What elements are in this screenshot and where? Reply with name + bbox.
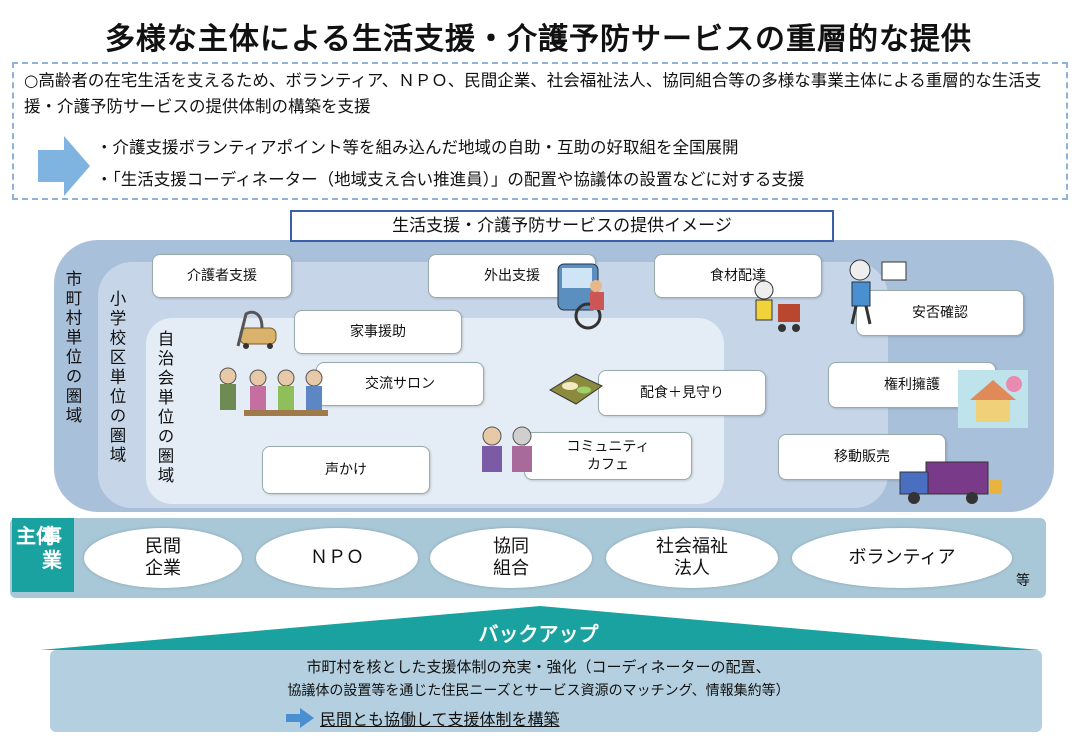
clipboard-person-icon	[849, 259, 907, 325]
entity-volunteer: ボランティア	[792, 528, 1012, 588]
backup-line-3: 民間とも協働して支援体制を構築	[320, 710, 560, 729]
cafe-people-icon	[482, 426, 532, 472]
cafe-line-1: コミュニティ	[566, 439, 650, 455]
entity-line-1: 社会福祉	[656, 536, 728, 557]
entity-private-company: 民間 企業	[84, 528, 242, 588]
entity-line-1: ＮＰＯ	[310, 547, 364, 568]
service-caregiver-support: 介護者支援	[152, 254, 292, 298]
service-food-delivery: 食材配達	[654, 254, 822, 298]
service-safety-check: 安否確認	[856, 290, 1024, 336]
delivery-person-icon	[754, 280, 800, 332]
entity-line-1: 協同	[493, 536, 529, 557]
service-community-cafe: コミュニティ カフェ	[524, 432, 692, 480]
service-greeting: 声かけ	[262, 446, 430, 494]
entity-line-2: 組合	[493, 558, 529, 579]
school-area-label: 小学校区単位の圏域	[107, 290, 126, 466]
house-rights-icon	[958, 370, 1028, 428]
entities-label: 主体 事業	[12, 518, 74, 592]
mobile-sales-truck-icon	[899, 461, 1002, 504]
entity-line-1: 民間	[145, 536, 181, 557]
entity-cooperative: 協同 組合	[430, 528, 592, 588]
image-title: 生活支援・介護予防サービスの提供イメージ	[290, 210, 834, 242]
vacuum-icon	[236, 310, 277, 349]
entities-label-line-1: 主体	[16, 524, 56, 548]
entities-label-line-2: 事業	[42, 524, 62, 572]
summary-lead: ○高齢者の在宅生活を支えるため、ボランティア、ＮＰＯ、民間企業、社会福祉法人、協…	[24, 71, 1042, 116]
entities-etc: 等	[1016, 573, 1030, 589]
backup-line-2: 協議体の設置等を通じた住民ニーズとサービス資源のマッチング、情報集約等）	[287, 683, 790, 699]
summary-bullet-1: ・介護支援ボランティアポイント等を組み込んだ地域の自助・互助の好取組を全国展開	[96, 138, 739, 157]
meal-box-icon	[548, 373, 604, 405]
summary-bullet-2: ・「生活支援コーディネーター（地域支え合い推進員）」の配置や協議体の設置などに対…	[96, 170, 805, 189]
backup-box	[50, 650, 1042, 732]
neighborhood-area-label: 自治会単位の圏域	[155, 330, 174, 486]
backup-triangle	[40, 606, 1040, 650]
summary-box: ○高齢者の在宅生活を支えるため、ボランティア、ＮＰＯ、民間企業、社会福祉法人、協…	[12, 62, 1068, 200]
municipal-area-label: 市町村単位の圏域	[63, 270, 82, 426]
entity-social-welfare-corp: 社会福祉 法人	[606, 528, 778, 588]
page-title: 多様な主体による生活支援・介護予防サービスの重層的な提供	[104, 22, 973, 57]
service-meal-watch: 配食＋見守り	[598, 370, 766, 416]
right-arrow-icon	[38, 136, 90, 196]
elderly-group-icon	[219, 367, 328, 416]
entity-line-2: 企業	[145, 558, 181, 579]
wheelchair-van-icon	[557, 263, 604, 330]
service-salon: 交流サロン	[316, 362, 484, 406]
entity-line-2: 法人	[674, 558, 710, 579]
service-housework: 家事援助	[294, 310, 462, 354]
cafe-line-2: カフェ	[587, 457, 629, 473]
entity-npo: ＮＰＯ	[256, 528, 418, 588]
backup-line-1: 市町村を核とした支援体制の充実・強化（コーディネーターの配置、	[306, 658, 771, 676]
small-right-arrow-icon	[286, 708, 314, 728]
entity-line-1: ボランティア	[848, 547, 956, 568]
backup-label: バックアップ	[478, 622, 599, 646]
